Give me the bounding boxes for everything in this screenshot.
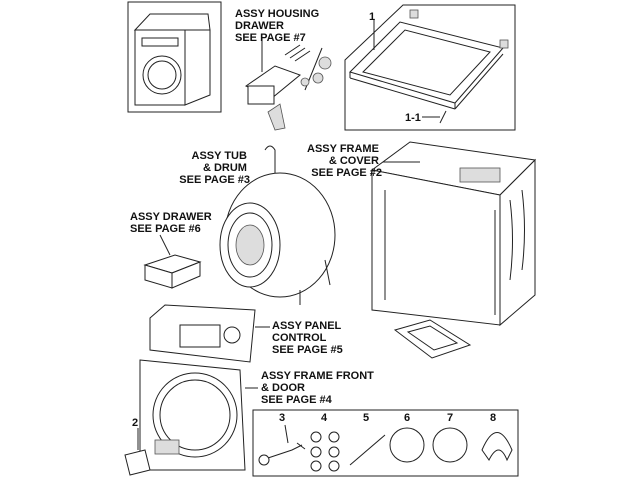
drawer-illustration (143, 234, 202, 289)
label-tub-drum: ASSY TUB & DRUM SEE PAGE #3 (179, 150, 250, 186)
label-housing-drawer: ASSY HOUSING DRAWER SEE PAGE #7 (235, 8, 322, 44)
hose-guide-illustration (481, 432, 513, 462)
label-frame-front-door: ASSY FRAME FRONT & DOOR SEE PAGE #4 (261, 370, 377, 406)
part-number-1: 1 (369, 11, 375, 23)
hose-6-illustration (389, 427, 425, 463)
part-number-2: 2 (132, 417, 138, 429)
wrench-illustration (258, 424, 306, 466)
label-drawer: ASSY DRAWER SEE PAGE #6 (130, 211, 215, 235)
frame-cover-illustration (370, 141, 537, 359)
part-number-1-1: 1-1 (405, 112, 421, 124)
accessory-part-numbers: 3 4 5 6 7 8 (279, 412, 496, 424)
label-frame-cover: ASSY FRAME & COVER SEE PAGE #2 (307, 143, 382, 179)
frame-front-door-illustration (139, 359, 258, 471)
cover-plate-illustration (124, 428, 151, 476)
housing-drawer-illustration (244, 38, 332, 131)
tub-drum-illustration (219, 145, 336, 305)
cable-tie-illustration (349, 434, 386, 466)
accessories-box (252, 409, 519, 477)
top-cover-illustration (344, 4, 516, 131)
caps-illustration (310, 431, 340, 472)
hose-7-illustration (432, 427, 468, 463)
panel-control-illustration (149, 304, 270, 363)
label-panel-control: ASSY PANEL CONTROL SEE PAGE #5 (272, 320, 344, 356)
washer-overview-illustration (127, 1, 222, 113)
